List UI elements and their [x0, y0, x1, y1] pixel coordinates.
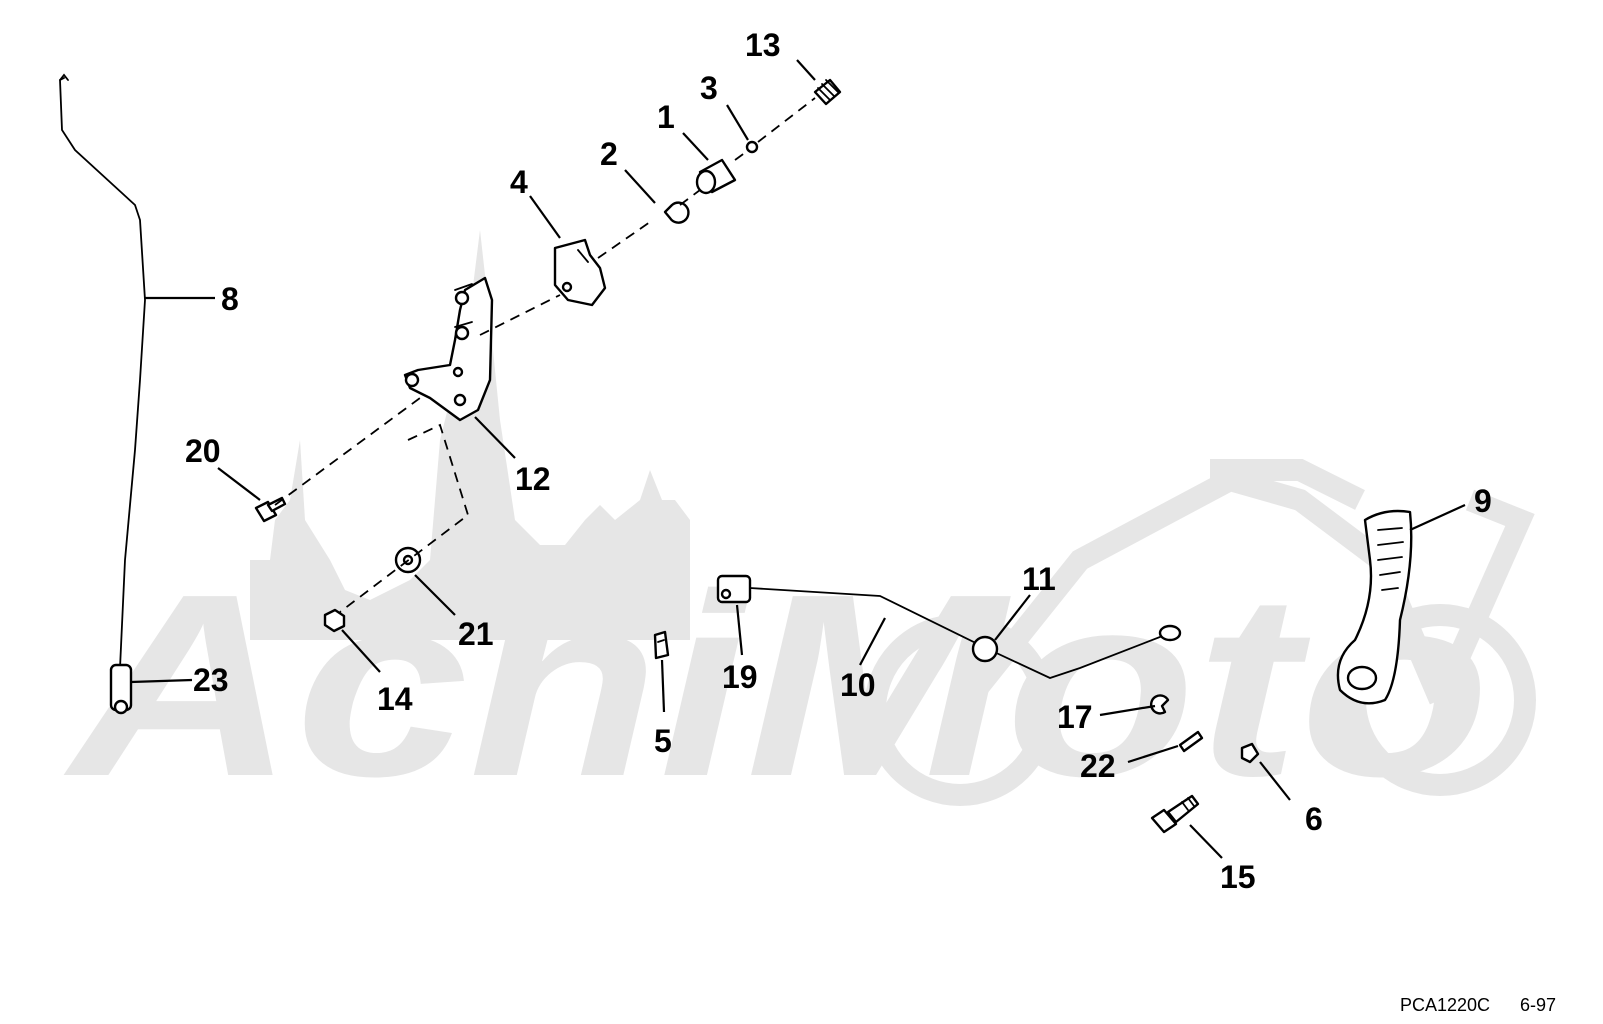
part-17-clip — [1149, 694, 1170, 715]
callout-21: 21 — [458, 616, 494, 652]
part-2-clip — [663, 201, 690, 224]
part-14-nut — [323, 608, 346, 633]
part-19-clevis — [716, 574, 752, 604]
part-22-pin — [1178, 730, 1204, 753]
part-12-bracket — [403, 276, 494, 422]
watermark: AchiMoto — [60, 230, 1536, 831]
callout-3: 3 — [700, 70, 718, 106]
callout-9: 9 — [1474, 483, 1492, 519]
callout-1: 1 — [657, 99, 675, 135]
part-8-rod — [59, 73, 146, 715]
callout-23: 23 — [193, 662, 229, 698]
callout-20: 20 — [185, 433, 221, 469]
part-6-nut — [1240, 742, 1260, 764]
footer-date: 6-97 — [1520, 995, 1556, 1015]
footer: PCA1220C 6-97 — [1400, 995, 1556, 1015]
leader-lines — [130, 59, 1466, 859]
callout-22: 22 — [1080, 748, 1116, 784]
callout-4: 4 — [510, 164, 528, 200]
part-13-setscrew — [813, 78, 842, 106]
callout-17: 17 — [1057, 699, 1093, 735]
part-15-bolt — [1150, 794, 1200, 834]
callout-12: 12 — [515, 461, 551, 497]
callout-15: 15 — [1220, 859, 1256, 895]
part-11-grommet — [971, 635, 999, 663]
callout-10: 10 — [840, 667, 876, 703]
callout-11: 11 — [1022, 561, 1056, 597]
callout-6: 6 — [1305, 801, 1323, 837]
part-3-washer — [745, 140, 759, 154]
part-9-handle — [1336, 509, 1413, 705]
callout-2: 2 — [600, 136, 618, 172]
part-1-bushing — [695, 158, 737, 195]
footer-code: PCA1220C — [1400, 995, 1490, 1015]
callout-labels: 1 2 3 4 5 6 8 9 10 11 12 13 14 15 17 19 … — [185, 27, 1492, 895]
part-10-shift-rod — [716, 574, 1182, 679]
assembly-lines — [274, 97, 816, 613]
callout-13: 13 — [745, 27, 781, 63]
part-4-plate — [553, 238, 607, 307]
callout-19: 19 — [722, 659, 758, 695]
callout-5: 5 — [654, 723, 672, 759]
watermark-skyline — [250, 230, 690, 640]
callout-8: 8 — [221, 281, 239, 317]
watermark-text: AchiMoto — [60, 541, 1490, 831]
watermark-wheel-rear — [864, 614, 1056, 806]
callout-14: 14 — [377, 681, 413, 717]
part-5-clip — [653, 630, 670, 660]
